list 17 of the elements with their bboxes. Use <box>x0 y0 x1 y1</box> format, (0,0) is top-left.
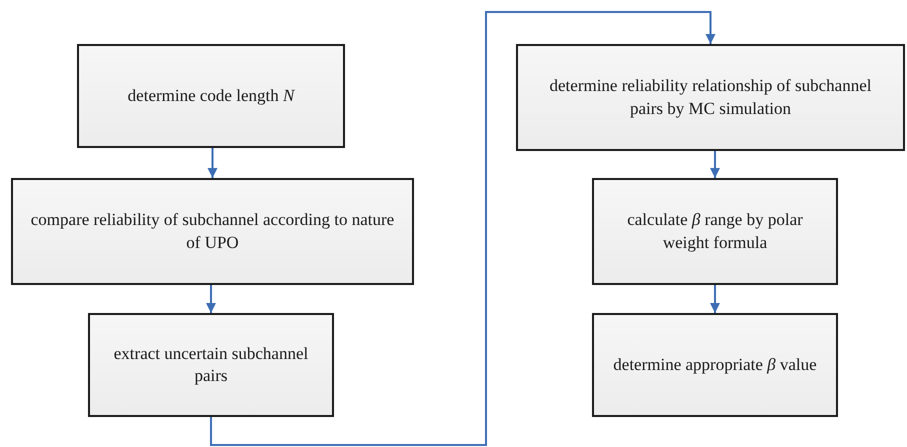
process-box <box>592 178 838 285</box>
process-box <box>11 178 414 285</box>
arrow <box>710 285 720 313</box>
process-box <box>88 313 334 417</box>
process-box <box>592 313 838 417</box>
box-text: determine code length N <box>128 84 294 107</box>
arrow <box>210 11 716 446</box>
box-text: determine appropriate β value <box>613 354 817 376</box>
box-text: compare reliability of subchannel according to nature of UPO <box>30 209 396 254</box>
arrow <box>208 148 218 178</box>
box-text: determine reliability relationship of subchannel pairs by MC simulation <box>548 75 872 120</box>
arrow <box>710 151 720 178</box>
process-box <box>77 44 345 148</box>
arrow <box>206 285 216 313</box>
process-box <box>516 44 905 151</box>
box-text: extract uncertain subchannel pairs <box>112 342 310 387</box>
box-text: calculate β range by polar weight formula <box>626 209 804 254</box>
